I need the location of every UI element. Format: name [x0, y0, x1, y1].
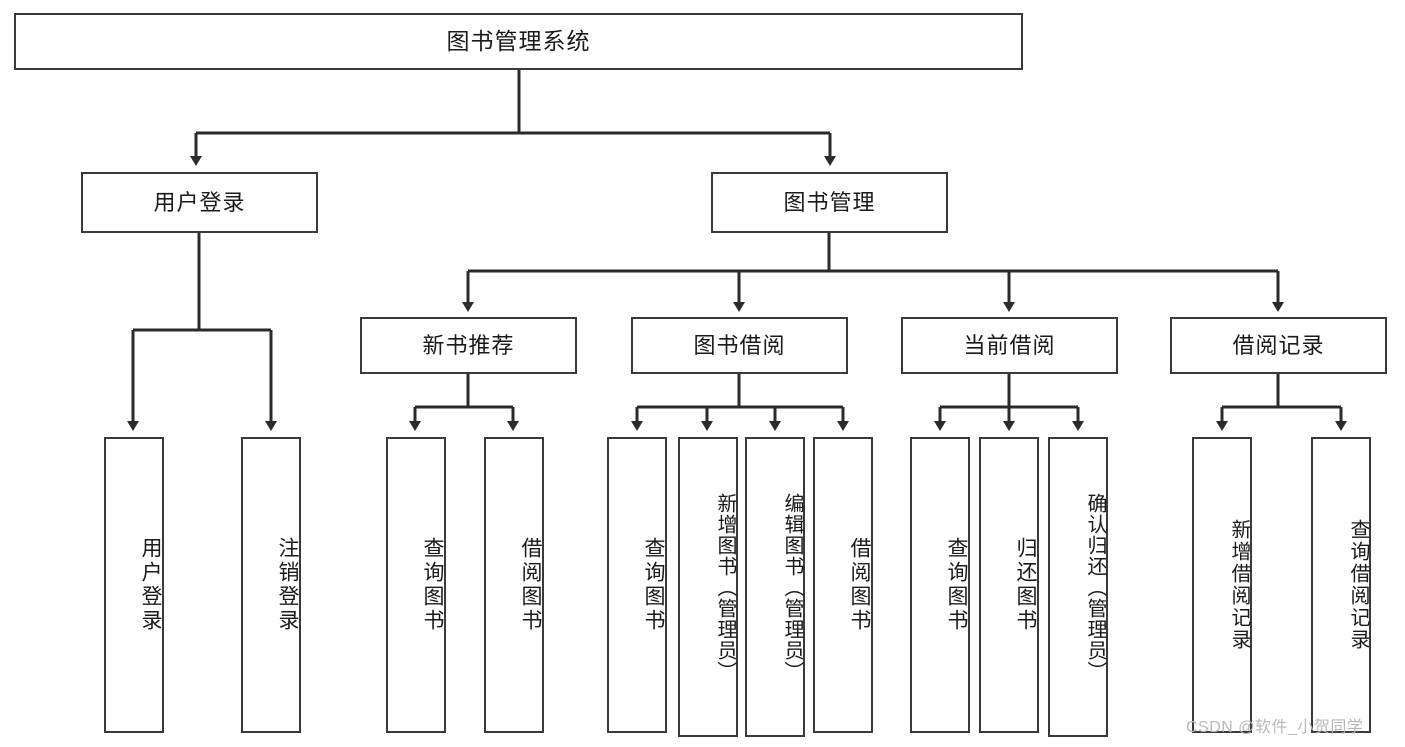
node-book-management[interactable]: 图书管理	[711, 172, 948, 233]
node-user-login[interactable]: 用户登录	[81, 172, 318, 233]
leaf-borrow-edit-book-admin[interactable]: 编辑图书（管理员）	[745, 437, 805, 737]
node-label: 当前借阅	[963, 332, 1056, 358]
leaf-recommend-query-book[interactable]: 查询图书	[386, 437, 446, 733]
node-label: 新书推荐	[422, 332, 515, 358]
leaf-borrow-borrow-book[interactable]: 借阅图书	[813, 437, 873, 733]
csdn-watermark: CSDN @软件_小贺同学	[1186, 719, 1364, 736]
leaf-current-return-book[interactable]: 归还图书	[979, 437, 1039, 733]
node-label: 图书借阅	[693, 332, 786, 358]
node-label: 编辑图书（管理员）	[781, 492, 803, 682]
leaf-recommend-borrow-book[interactable]: 借阅图书	[484, 437, 544, 733]
leaf-record-query-record[interactable]: 查询借阅记录	[1311, 437, 1371, 733]
leaf-logout[interactable]: 注销登录	[241, 437, 301, 733]
node-label: 查询借阅记录	[1347, 519, 1369, 651]
node-root-system[interactable]: 图书管理系统	[14, 13, 1023, 70]
node-label: 用户登录	[139, 537, 162, 633]
node-label: 归还图书	[1014, 537, 1037, 633]
node-label: 新增借阅记录	[1228, 519, 1250, 651]
node-new-book-recommend[interactable]: 新书推荐	[360, 317, 577, 374]
node-label: 图书管理系统	[446, 27, 591, 54]
leaf-borrow-add-book-admin[interactable]: 新增图书（管理员）	[678, 437, 738, 737]
node-label: 确认归还（管理员）	[1084, 492, 1106, 682]
leaf-current-query-book[interactable]: 查询图书	[910, 437, 970, 733]
node-current-borrow[interactable]: 当前借阅	[901, 317, 1118, 374]
node-label: 查询图书	[945, 537, 968, 633]
node-label: 查询图书	[421, 537, 444, 633]
node-label: 借阅图书	[848, 537, 871, 633]
node-label: 图书管理	[783, 189, 876, 215]
node-borrow-record[interactable]: 借阅记录	[1170, 317, 1387, 374]
leaf-user-login[interactable]: 用户登录	[104, 437, 164, 733]
leaf-borrow-query-book[interactable]: 查询图书	[607, 437, 667, 733]
node-book-borrow[interactable]: 图书借阅	[631, 317, 848, 374]
node-label: 借阅记录	[1232, 332, 1325, 358]
node-label: 用户登录	[153, 189, 246, 215]
node-label: 借阅图书	[519, 537, 542, 633]
node-label: 注销登录	[276, 537, 299, 633]
node-label: 查询图书	[642, 537, 665, 633]
leaf-record-add-record[interactable]: 新增借阅记录	[1192, 437, 1252, 733]
node-label: 新增图书（管理员）	[714, 492, 736, 682]
leaf-current-confirm-return-admin[interactable]: 确认归还（管理员）	[1048, 437, 1108, 737]
